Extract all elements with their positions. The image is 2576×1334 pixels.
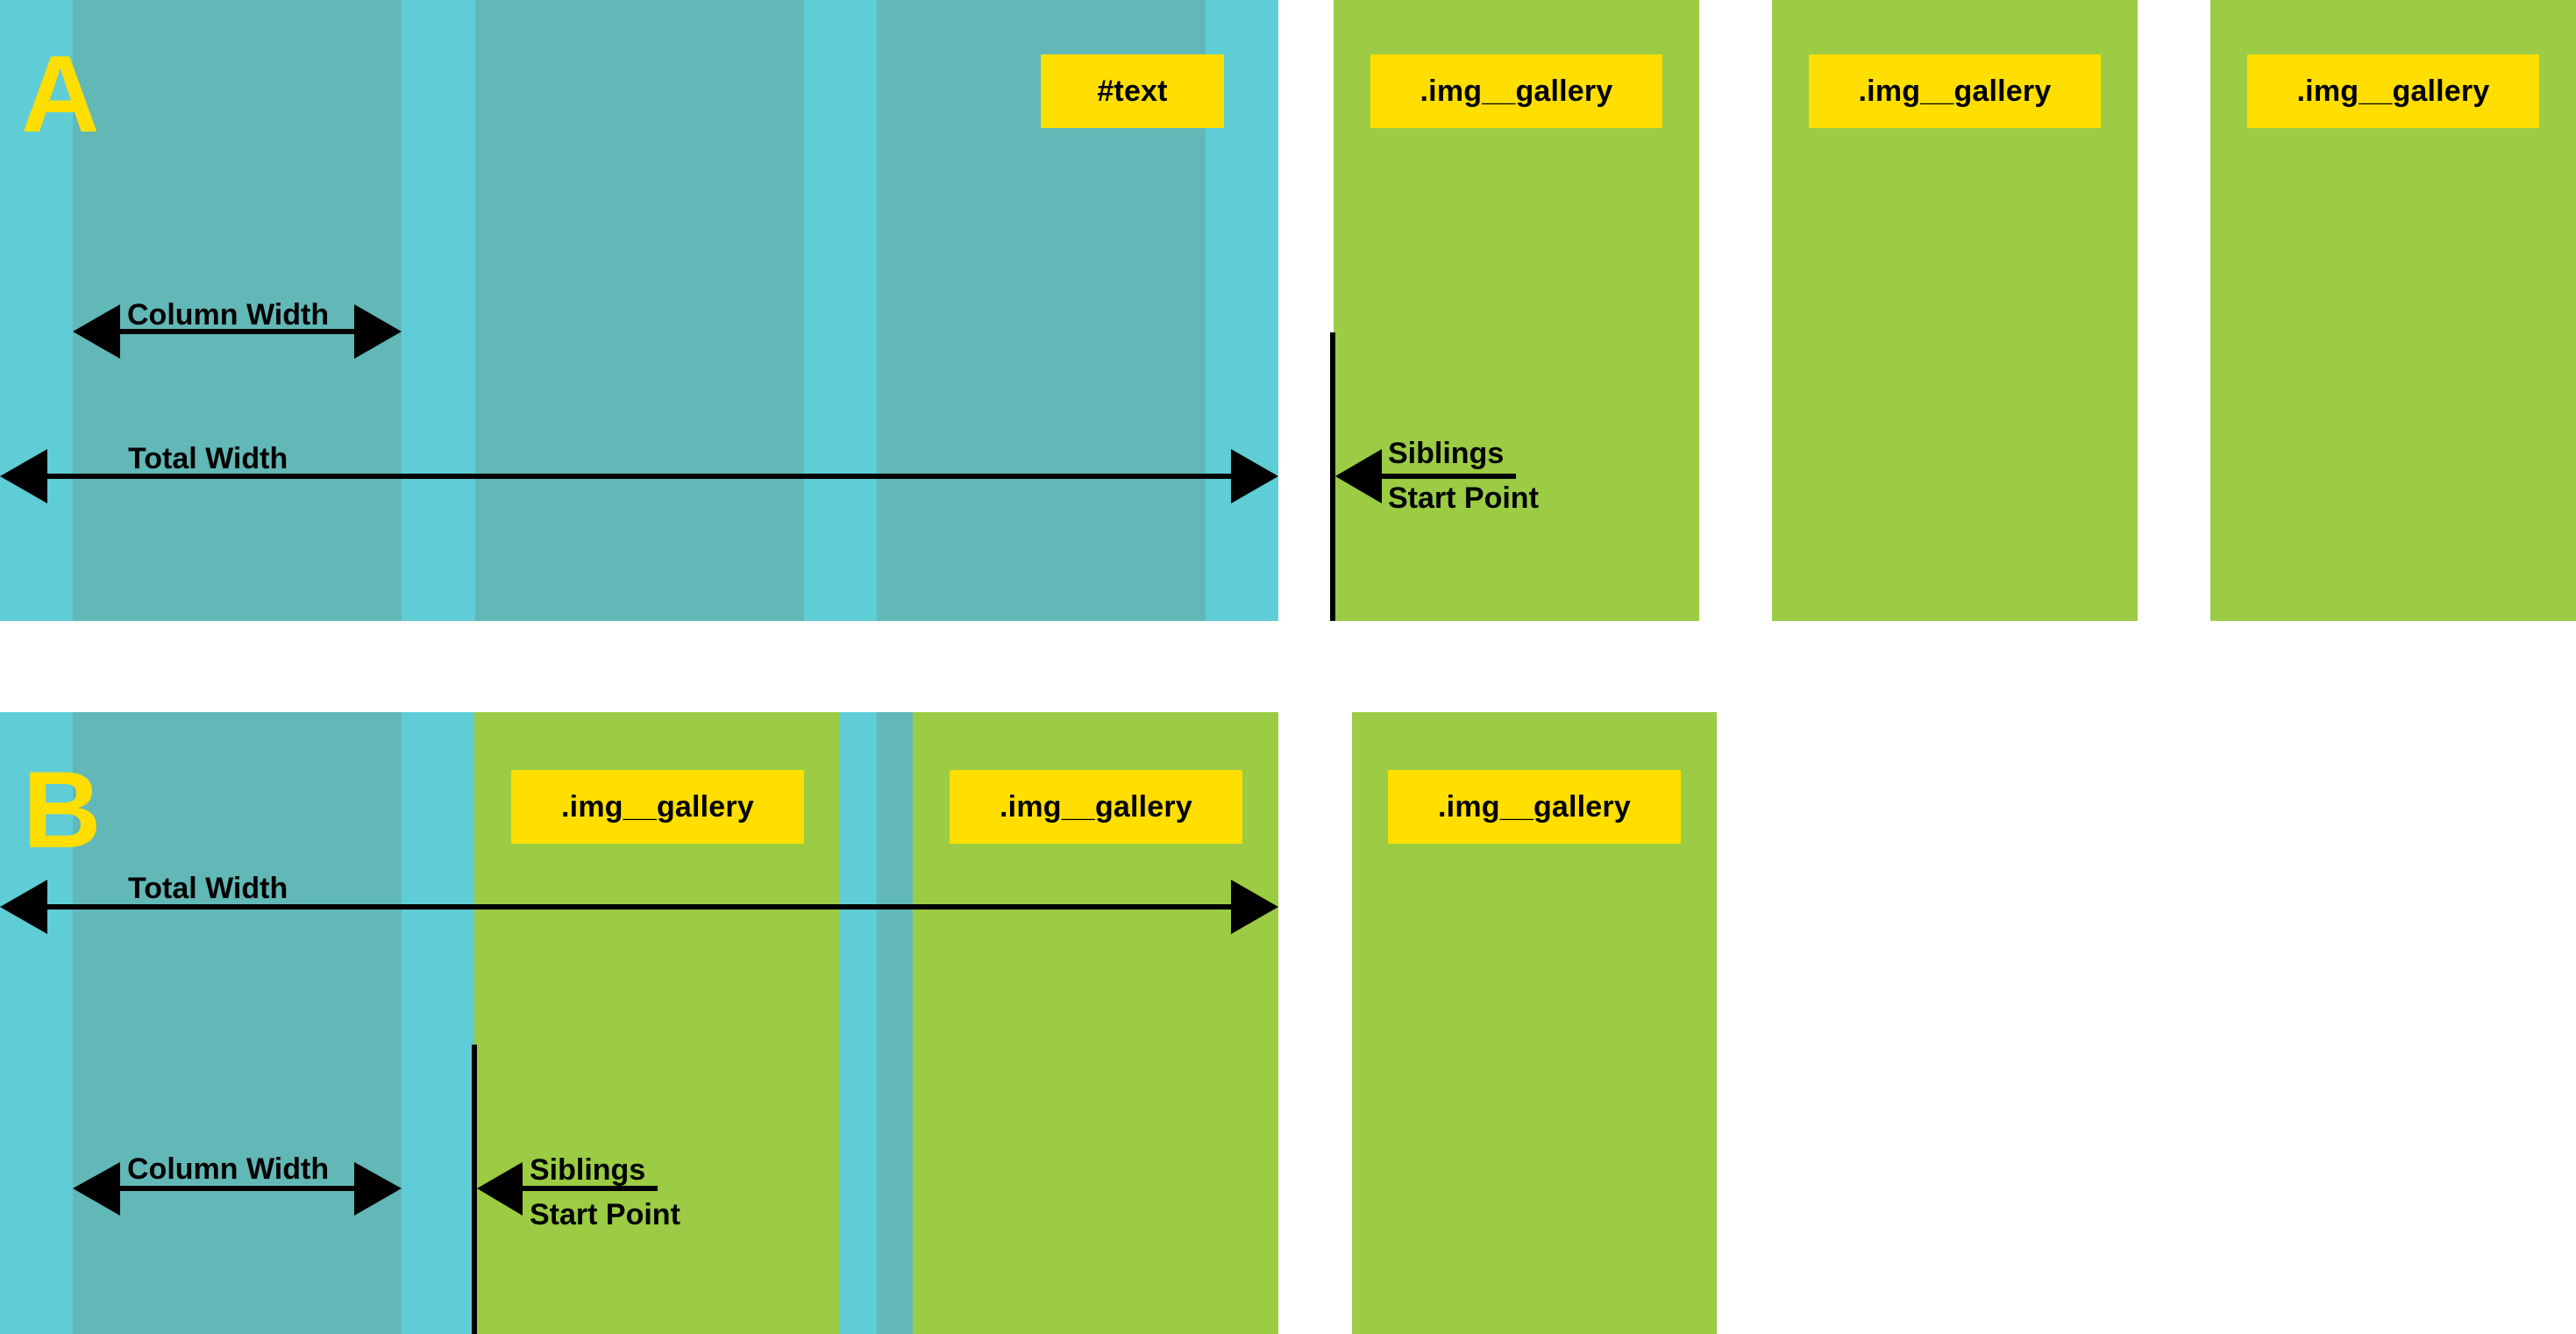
- column-width-label-b: Column Width: [127, 1152, 330, 1186]
- gallery-tag-a-1: .img__gallery: [1370, 54, 1662, 128]
- total-width-label-b: Total Width: [128, 872, 288, 905]
- gallery-tag-a-2: .img__gallery: [1809, 54, 2101, 128]
- grid-column-b-3-visible: [877, 712, 913, 1334]
- siblings-label-b: Siblings: [530, 1153, 646, 1187]
- column-width-label-a: Column Width: [127, 298, 330, 332]
- grid-column-b-1: [73, 712, 402, 1334]
- section-letter-a: A: [21, 34, 100, 155]
- start-point-label-a: Start Point: [1388, 482, 1539, 515]
- gallery-tag-b-1: .img__gallery: [511, 770, 804, 844]
- grid-gutter-b: [840, 712, 877, 1334]
- grid-column-a-2: [475, 0, 804, 621]
- text-tag: #text: [1041, 54, 1224, 128]
- siblings-label-a: Siblings: [1388, 437, 1505, 470]
- grid-column-a-1: [73, 0, 402, 621]
- start-point-label-b: Start Point: [530, 1198, 680, 1231]
- gallery-tag-b-3: .img__gallery: [1388, 770, 1681, 844]
- section-letter-b: B: [23, 750, 102, 871]
- gallery-tag-a-3: .img__gallery: [2247, 54, 2539, 128]
- gallery-tag-b-2: .img__gallery: [950, 770, 1242, 844]
- total-width-label-a: Total Width: [128, 442, 288, 475]
